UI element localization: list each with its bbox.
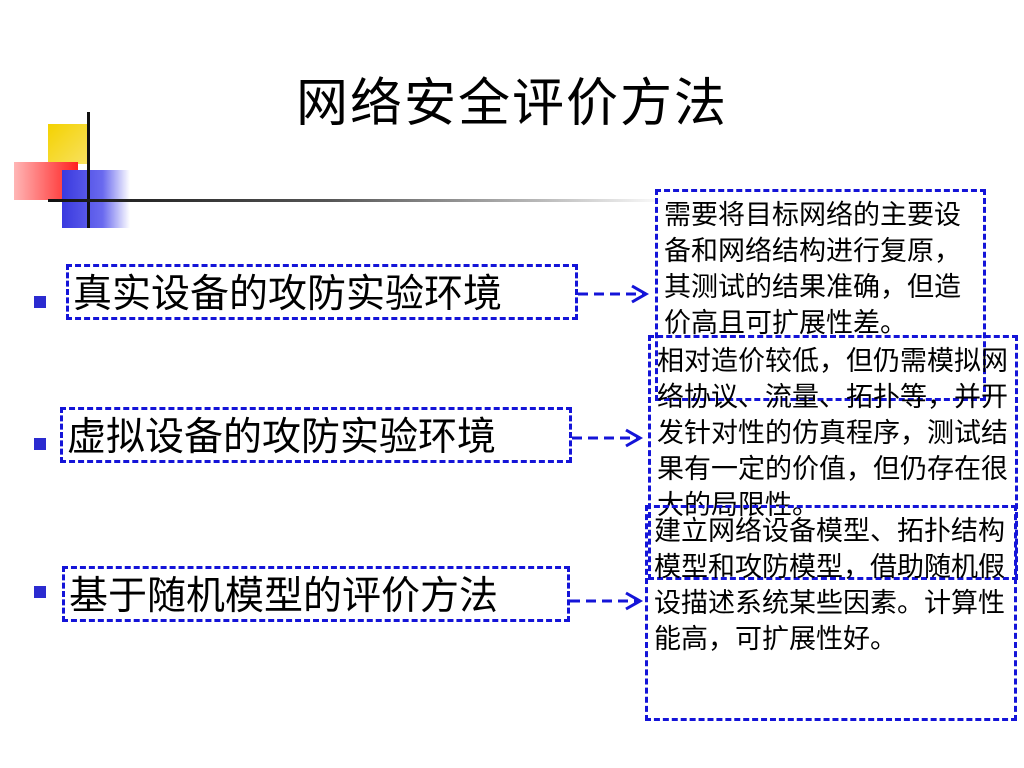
arrow-head-icon: [625, 591, 644, 611]
slide-title: 网络安全评价方法: [295, 74, 728, 134]
bullet-square-icon: [34, 586, 46, 598]
description-box-real-devices: 需要将目标网络的主要设备和网络结构进行复原，其测试的结果准确，但造价高且可扩展性…: [655, 189, 986, 401]
description-box-virtual-devices: 相对造价较低，但仍需模拟网络协议、流量、拓扑等，并开发针对性的仿真程序，测试结果…: [648, 335, 1018, 580]
bullet-square-icon: [34, 438, 46, 450]
decoration-yellow-square: [48, 124, 88, 164]
description-box-random-model: 建立网络设备模型、拓扑结构模型和攻防模型，借助随机假设描述系统某些因素。计算性能…: [645, 505, 1017, 721]
bullet-square-icon: [34, 296, 46, 308]
arrow-head-icon: [631, 284, 650, 304]
decoration-horizontal-rule: [48, 199, 668, 202]
decoration-vertical-line: [87, 112, 90, 228]
method-box-real-devices: 真实设备的攻防实验环境: [66, 264, 578, 320]
method-box-virtual-devices: 虚拟设备的攻防实验环境: [60, 407, 572, 463]
arrow-head-icon: [625, 428, 644, 448]
method-box-random-model: 基于随机模型的评价方法: [62, 566, 570, 622]
